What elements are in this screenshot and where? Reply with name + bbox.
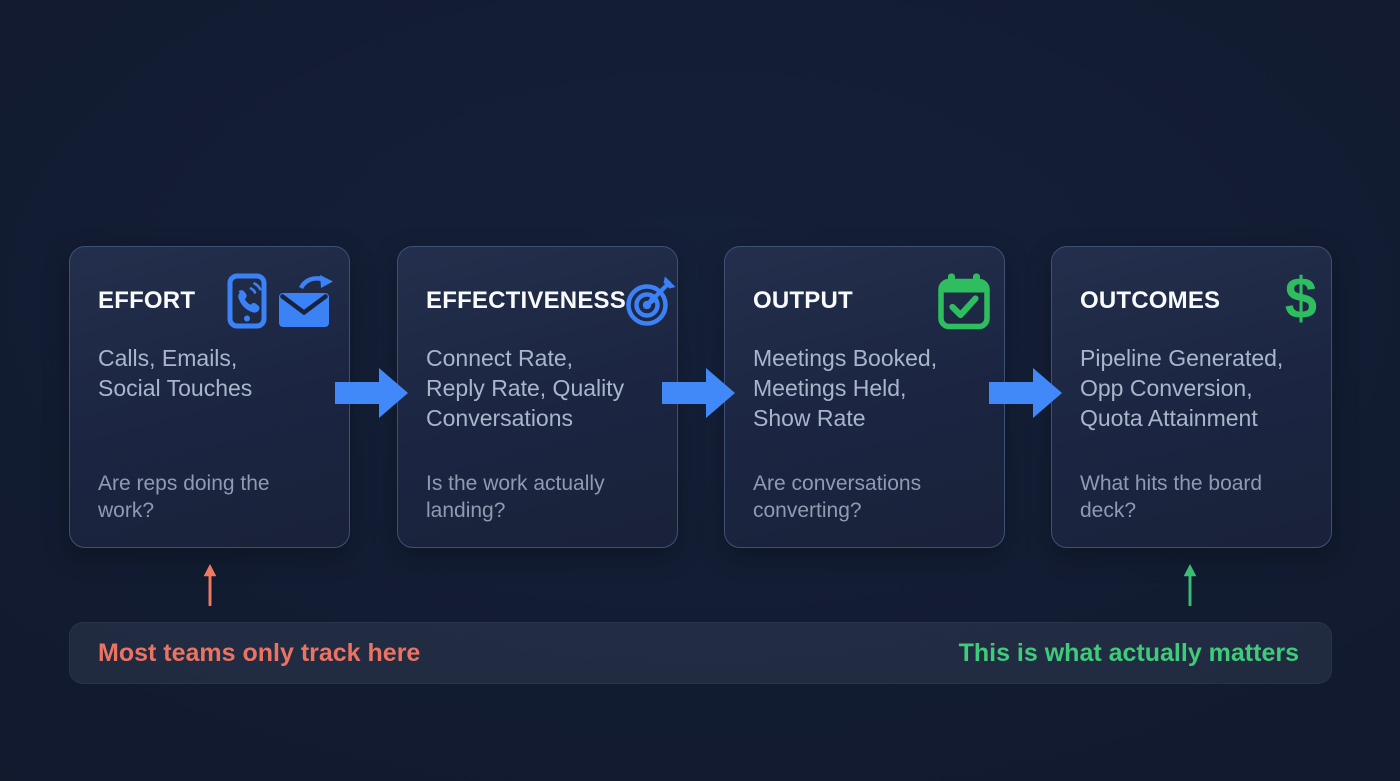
up-arrow-green-icon: [1180, 563, 1200, 606]
card-effort-title: EFFORT: [98, 287, 196, 314]
card-effort-metrics: Calls, Emails, Social Touches: [98, 345, 253, 401]
calendar-check-icon: [938, 273, 990, 330]
card-effectiveness-header: EFFECTIVENESS: [426, 269, 676, 333]
card-output-icons: [938, 273, 990, 330]
bar-label-right: This is what actually matters: [958, 638, 1299, 667]
dollar-sign-icon: $: [1284, 266, 1317, 331]
card-effort-header: EFFORT: [98, 269, 335, 333]
card-outcomes-question: What hits the board deck?: [1080, 472, 1263, 522]
card-effort: EFFORT: [69, 246, 350, 548]
target-dart-icon: [626, 276, 676, 326]
card-outcomes-icons: $: [1284, 266, 1317, 331]
card-effectiveness-metrics: Connect Rate, Reply Rate, Quality Conver…: [426, 345, 625, 431]
card-outcomes-header: OUTCOMES $: [1080, 269, 1317, 333]
flow-arrow-icon: [335, 365, 411, 421]
bottom-annotation-bar: Most teams only track here This is what …: [69, 622, 1332, 684]
card-effort-question: Are reps doing the work?: [98, 472, 270, 522]
card-outcomes-title: OUTCOMES: [1080, 287, 1221, 314]
card-output-metrics: Meetings Booked, Meetings Held, Show Rat…: [753, 345, 938, 431]
card-effectiveness-question: Is the work actually landing?: [426, 472, 605, 522]
card-effectiveness-title: EFFECTIVENESS: [426, 287, 626, 314]
smartphone-call-icon: [227, 273, 267, 329]
card-effectiveness: EFFECTIVENESS Connect Rate, Reply Rate, …: [397, 246, 678, 548]
card-output-header: OUTPUT: [753, 269, 990, 333]
card-effectiveness-icons: [626, 276, 676, 326]
card-effort-icons: [227, 273, 335, 329]
card-output: OUTPUT Meetings Booked, Meetings Held, S…: [724, 246, 1005, 548]
card-outcomes: OUTCOMES $ Pipeline Generated, Opp Conve…: [1051, 246, 1332, 548]
card-output-question: Are conversations converting?: [753, 472, 922, 522]
send-email-icon: [279, 275, 335, 327]
flow-arrow-icon: [662, 365, 738, 421]
card-output-title: OUTPUT: [753, 287, 853, 314]
flow-arrow-icon: [989, 365, 1065, 421]
up-arrow-orange-icon: [200, 563, 220, 606]
card-outcomes-metrics: Pipeline Generated, Opp Conversion, Quot…: [1080, 345, 1284, 431]
bar-label-left: Most teams only track here: [98, 638, 421, 667]
